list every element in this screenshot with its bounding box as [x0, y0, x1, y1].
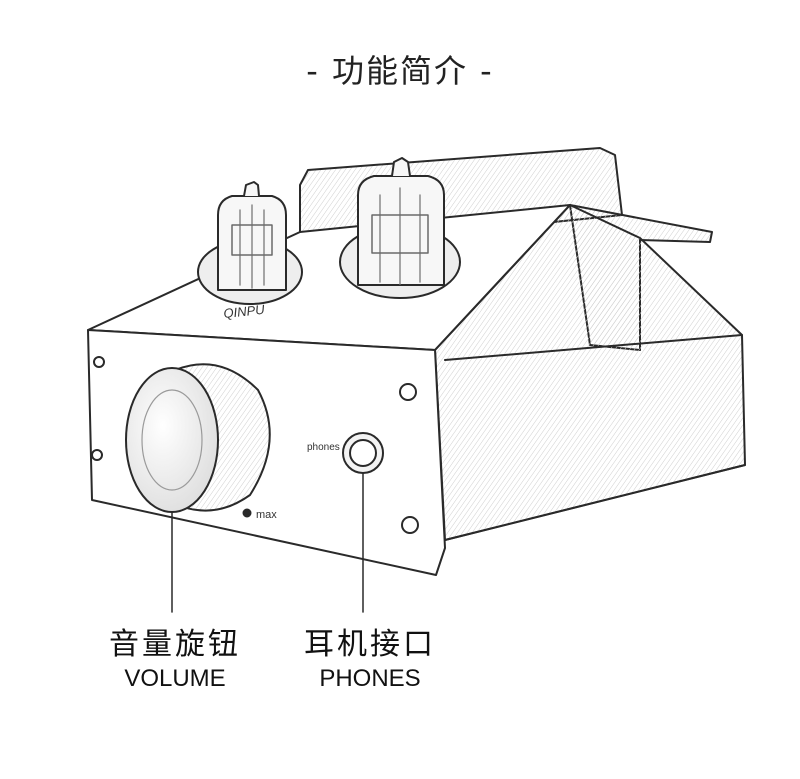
callout-volume: 音量旋钮 VOLUME	[95, 627, 255, 693]
callout-phones-cn: 耳机接口	[290, 627, 450, 663]
callout-volume-en: VOLUME	[95, 665, 255, 693]
jack-label: phones	[307, 442, 340, 453]
callout-phones: 耳机接口 PHONES	[290, 627, 450, 693]
volume-knob	[126, 364, 270, 612]
dial-label: max	[256, 509, 277, 521]
vacuum-tube-right	[358, 158, 444, 285]
callout-volume-cn: 音量旋钮	[95, 627, 255, 663]
vacuum-tube-left	[218, 182, 286, 290]
callout-phones-en: PHONES	[290, 665, 450, 693]
